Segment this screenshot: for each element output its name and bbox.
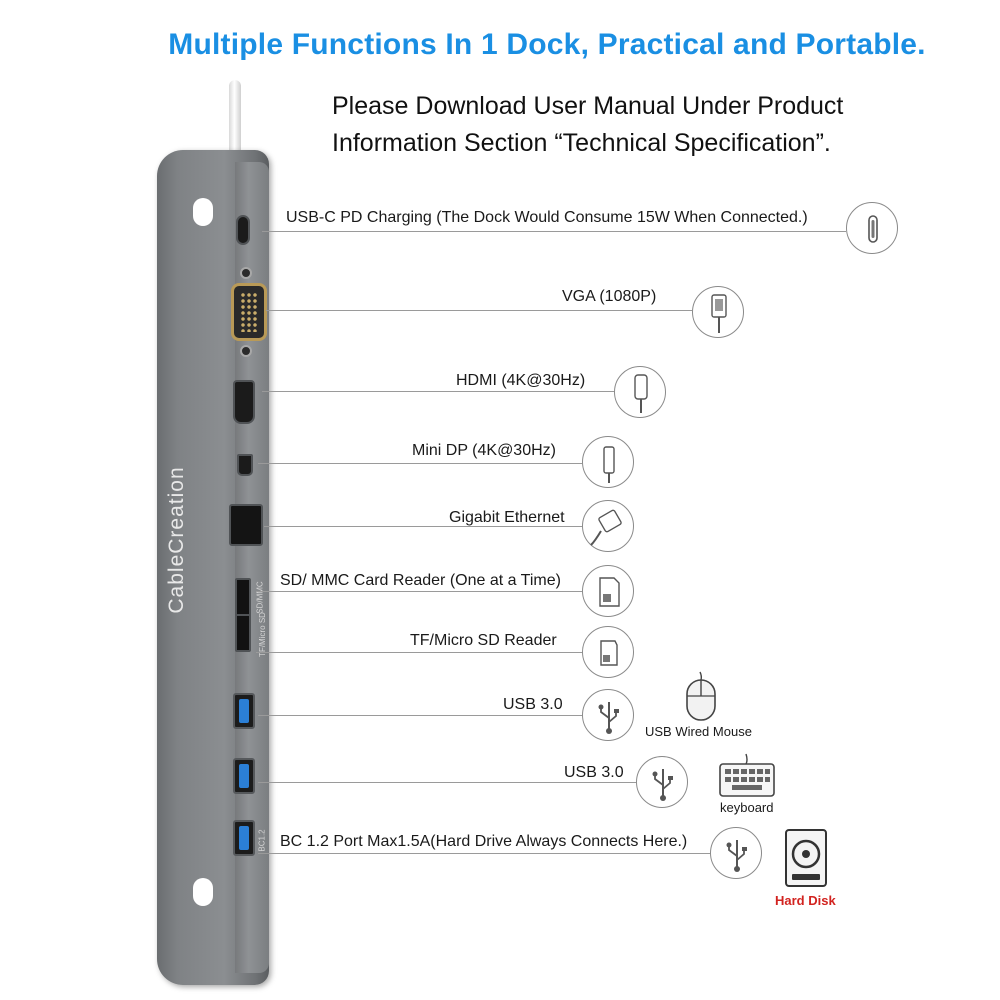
leader-vga [266, 310, 692, 311]
vga-screw-top [240, 267, 252, 279]
usb3-port-2 [233, 758, 255, 794]
port-label-ethernet: Gigabit Ethernet [449, 509, 565, 526]
leader-hdmi [262, 391, 614, 392]
ethernet-port [229, 504, 263, 546]
leader-mini-dp [258, 463, 582, 464]
mini-dp-connector-icon [582, 436, 634, 488]
vga-screw-bottom [240, 345, 252, 357]
leader-ethernet [264, 526, 582, 527]
subline-line-1: Please Download User Manual Under Produc… [332, 92, 844, 120]
port-label-usb3-2: USB 3.0 [564, 764, 624, 781]
mini-dp-port [237, 454, 253, 476]
brand-logo: CableCreation [165, 466, 188, 614]
leader-bc [258, 853, 710, 854]
headline: Multiple Functions In 1 Dock, Practical … [168, 28, 926, 61]
subline-line-2: Information Section “Technical Specifica… [332, 129, 831, 157]
mouse-icon [686, 671, 716, 721]
micro-sd-slot [235, 614, 251, 652]
leader-sd [256, 591, 582, 592]
usb-c-port-icon [846, 202, 898, 254]
leader-tf [256, 652, 582, 653]
keyboard-icon [719, 753, 775, 797]
port-label-hdmi: HDMI (4K@30Hz) [456, 372, 586, 389]
usb3-port-1 [233, 693, 255, 729]
mouse-label: USB Wired Mouse [645, 724, 752, 739]
hdmi-connector-icon [614, 366, 666, 418]
usb-symbol-icon [636, 756, 688, 808]
micro-sd-card-icon [582, 626, 634, 678]
sd-card-icon [582, 565, 634, 617]
usb-c-port [236, 215, 250, 245]
port-label-mini-dp: Mini DP (4K@30Hz) [412, 442, 556, 459]
usb-c-cable [229, 80, 241, 160]
vga-connector-icon [692, 286, 744, 338]
hard-disk-label: Hard Disk [775, 893, 836, 908]
usb-symbol-icon [710, 827, 762, 879]
port-label-bc: BC 1.2 Port Max1.5A(Hard Drive Always Co… [280, 833, 688, 850]
usb3-port-bc [233, 820, 255, 856]
leader-usb3-1 [258, 715, 582, 716]
port-label-usb-c: USB-C PD Charging (The Dock Would Consum… [286, 209, 808, 226]
port-label-sd: SD/ MMC Card Reader (One at a Time) [280, 572, 561, 589]
dock-foot-bottom [193, 878, 213, 906]
bc-marking: BC1.2 [257, 829, 267, 852]
sd-marking: SD/MMC [255, 581, 265, 614]
port-label-vga: VGA (1080P) [562, 288, 657, 305]
vga-port [231, 283, 267, 341]
port-label-tf: TF/Micro SD Reader [410, 632, 557, 649]
ethernet-connector-icon [582, 500, 634, 552]
hdmi-port [233, 380, 255, 424]
dock-foot-top [193, 198, 213, 226]
usb-symbol-icon [582, 689, 634, 741]
tf-marking: TF/Micro SD [257, 612, 267, 657]
subline: Please Download User Manual Under Produc… [332, 88, 972, 162]
hard-disk-icon [785, 829, 827, 887]
leader-usb-c [262, 231, 846, 232]
keyboard-label: keyboard [720, 800, 774, 815]
port-label-usb3-1: USB 3.0 [503, 696, 563, 713]
leader-usb3-2 [258, 782, 636, 783]
